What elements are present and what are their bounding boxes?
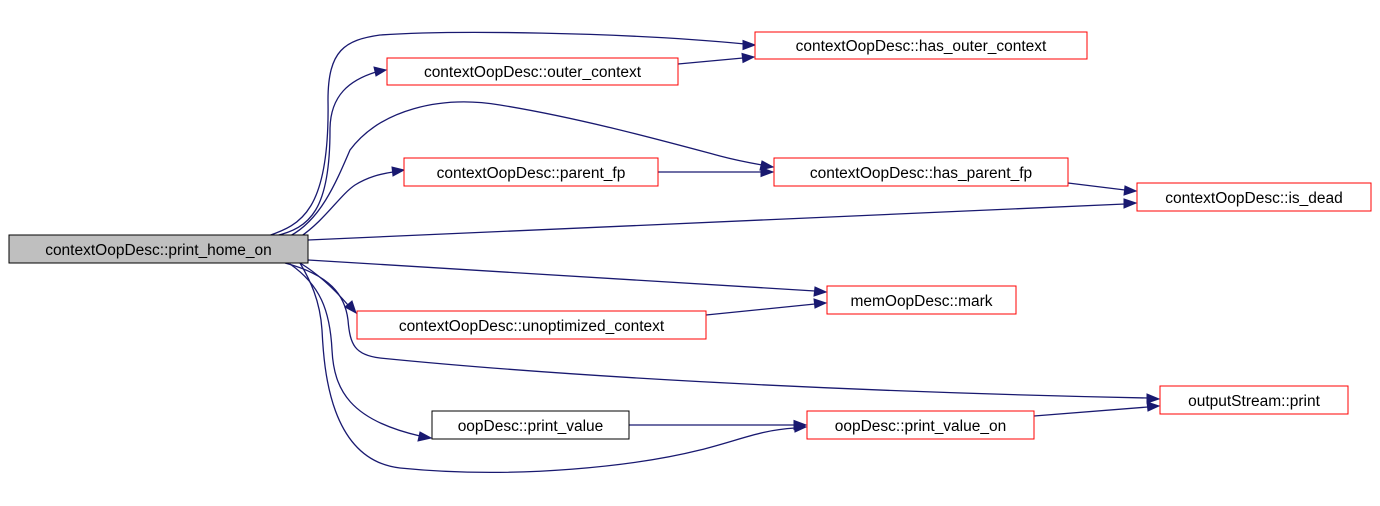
node-parent-fp[interactable]: contextOopDesc::parent_fp [403,157,659,187]
node-label-print-home-on: contextOopDesc::print_home_on [45,242,272,259]
node-box-print-value-on [806,410,1035,440]
node-outer-context[interactable]: contextOopDesc::outer_context [386,57,679,86]
arrowhead [741,52,756,64]
node-print-value-on[interactable]: oopDesc::print_value_on [806,410,1035,440]
arrowhead [1123,185,1138,196]
arrowhead [1146,401,1161,412]
arrowhead [760,166,775,178]
node-is-dead[interactable]: contextOopDesc::is_dead [1136,182,1372,212]
arrowhead [391,166,406,177]
node-box-has-outer-context [754,31,1088,60]
arrowhead [813,286,828,297]
edge-print-home-on-to-print-value [289,263,421,437]
edge-print-home-on-to-output-print [284,262,1149,399]
edge-print-home-on-to-has-parent-fp [289,101,763,237]
node-box-unoptimized-context [356,310,707,340]
edges-layer [267,31,1161,473]
node-label-print-value-on: oopDesc::print_value_on [835,418,1006,435]
node-output-print[interactable]: outputStream::print [1159,385,1349,415]
node-label-has-parent-fp: contextOopDesc::has_parent_fp [810,165,1032,182]
edge-print-value-on-to-output-print [1033,406,1149,417]
edge-print-home-on-to-parent-fp [299,171,394,238]
node-box-parent-fp [403,157,659,187]
edge-has-parent-fp-to-is-dead [1067,182,1126,191]
edge-print-home-on-to-outer-context [274,71,377,237]
node-print-home-on[interactable]: contextOopDesc::print_home_on [8,234,309,264]
node-label-outer-context: contextOopDesc::outer_context [424,64,642,81]
node-mark[interactable]: memOopDesc::mark [826,285,1017,315]
node-unoptimized-context[interactable]: contextOopDesc::unoptimized_context [356,310,707,340]
node-box-outer-context [386,57,679,86]
arrowhead [417,431,433,442]
edge-print-home-on-to-is-dead [307,203,1126,241]
node-box-has-parent-fp [773,157,1069,187]
node-box-print-value [431,410,630,440]
edge-unoptimized-context-to-mark [705,303,816,316]
node-has-outer-context[interactable]: contextOopDesc::has_outer_context [754,31,1088,60]
node-label-mark: memOopDesc::mark [850,293,992,310]
node-print-value[interactable]: oopDesc::print_value [431,410,630,440]
node-box-output-print [1159,385,1349,415]
edge-print-home-on-to-mark [307,259,816,292]
edge-print-home-on-to-has-outer-context [267,31,746,237]
node-box-is-dead [1136,182,1372,212]
node-label-output-print: outputStream::print [1188,393,1321,410]
node-box-mark [826,285,1017,315]
edge-print-home-on-to-unoptimized-context [299,262,349,306]
node-has-parent-fp[interactable]: contextOopDesc::has_parent_fp [773,157,1069,187]
arrowhead [742,39,757,51]
arrowhead [1123,198,1138,209]
node-box-print-home-on [8,234,309,264]
arrowhead [813,298,828,309]
node-label-unoptimized-context: contextOopDesc::unoptimized_context [399,318,665,335]
node-label-parent-fp: contextOopDesc::parent_fp [437,165,626,182]
edge-outer-context-to-has-outer-context [677,57,744,65]
node-label-print-value: oopDesc::print_value [458,418,604,435]
node-label-has-outer-context: contextOopDesc::has_outer_context [796,38,1047,55]
node-label-is-dead: contextOopDesc::is_dead [1165,190,1343,207]
nodes-layer: contextOopDesc::print_home_on contextOop… [8,31,1372,440]
edge-print-home-on-to-print-value-on [299,262,796,473]
arrowhead [373,66,388,77]
arrowhead [759,160,775,171]
arrowhead [793,419,808,431]
arrowhead [1146,393,1161,404]
arrowhead [344,300,357,315]
